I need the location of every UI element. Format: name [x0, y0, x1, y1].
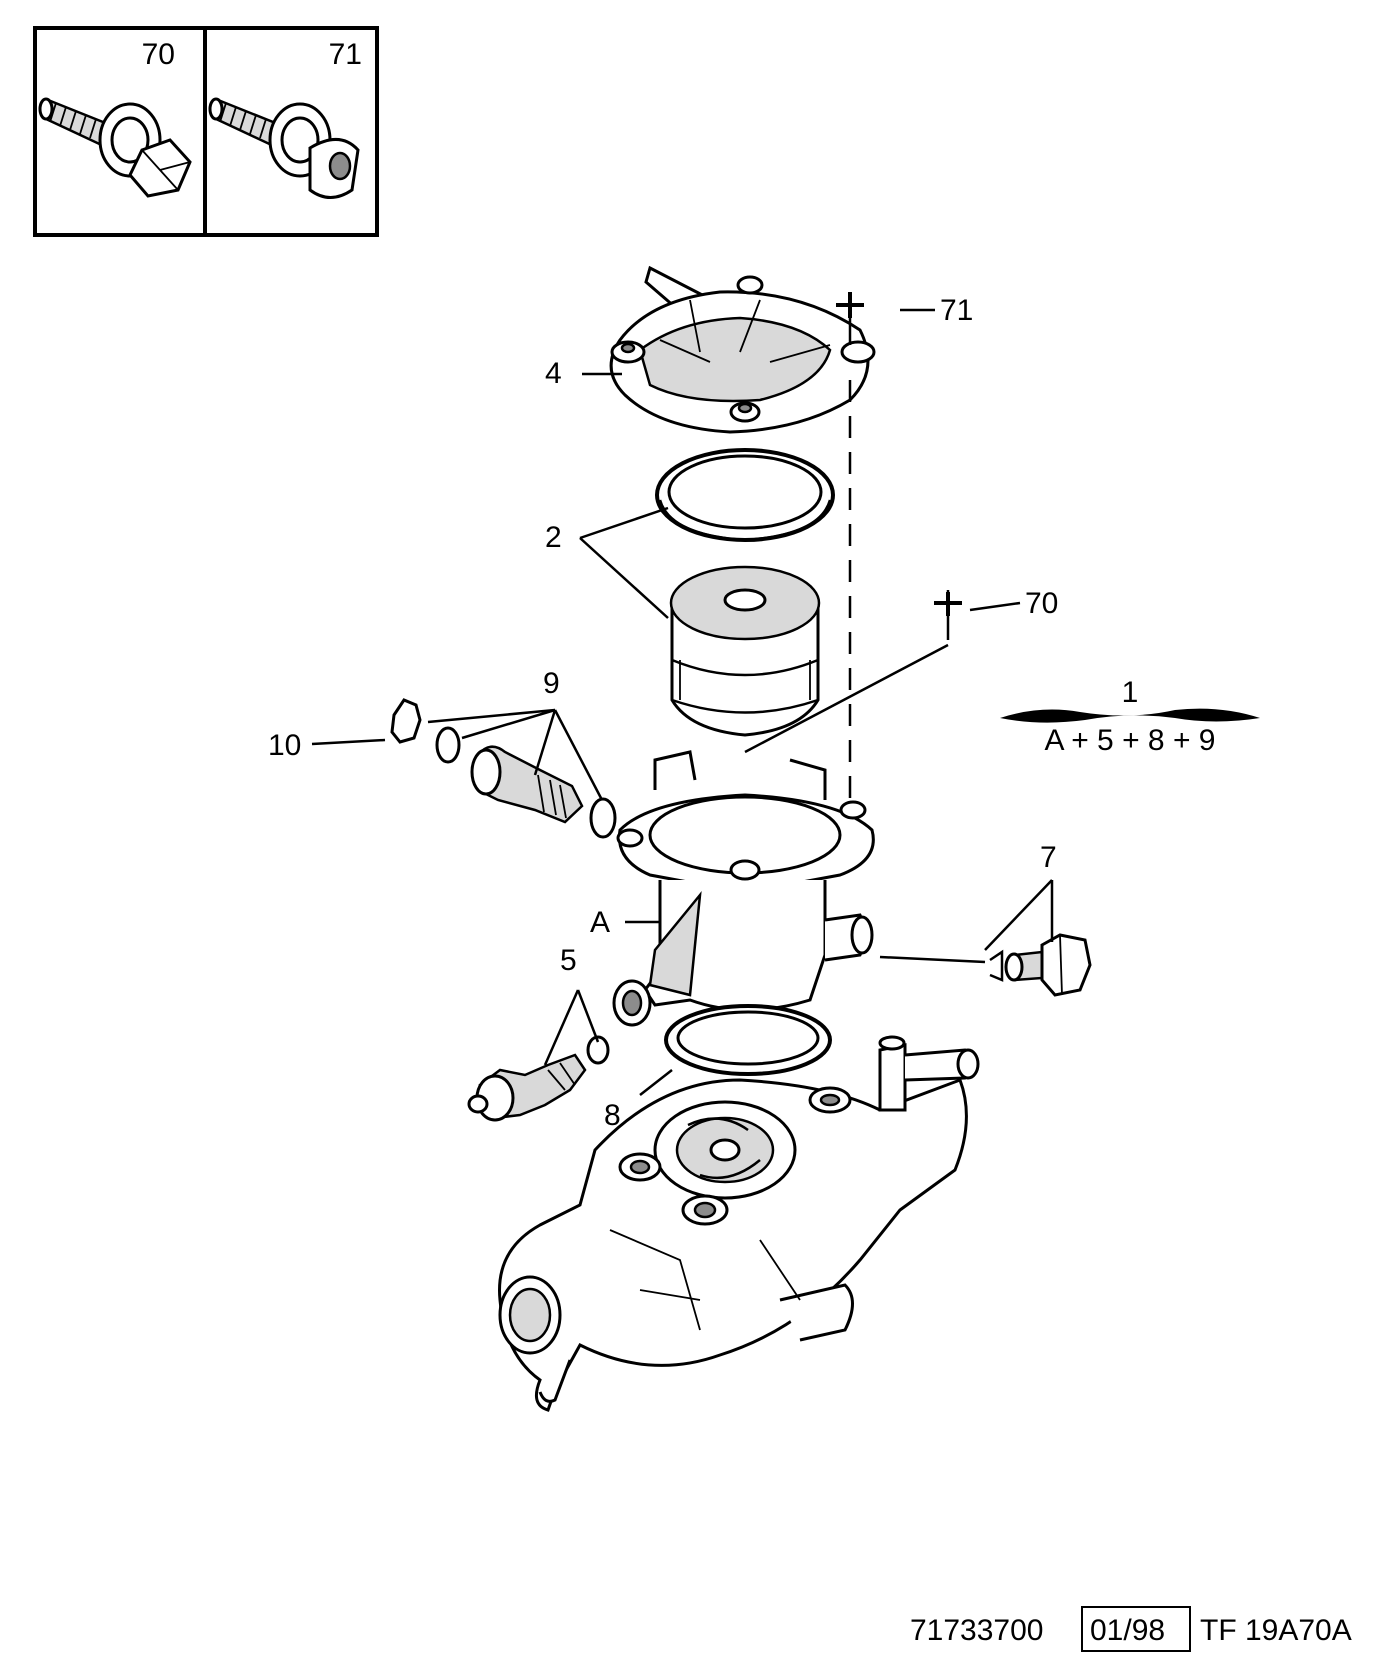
- callout-A: A: [590, 906, 610, 939]
- callout-10: 10: [268, 729, 301, 762]
- upper-seal: [655, 448, 835, 542]
- thermostat-body: [498, 1035, 980, 1412]
- callout-9: 9: [543, 667, 560, 700]
- callout-4: 4: [545, 357, 562, 390]
- drain-plug-7: [989, 933, 1092, 997]
- callout-7: 7: [1040, 841, 1057, 874]
- sensor-assembly-9: [390, 698, 617, 839]
- filter-housing: [612, 750, 875, 1027]
- bolt-71-icon: [208, 97, 360, 199]
- footer-code: TF 19A70A: [1200, 1614, 1352, 1647]
- bolt-70-icon: [38, 97, 192, 198]
- callout-71: 71: [940, 294, 973, 327]
- sensor-assembly-5: [467, 1035, 610, 1122]
- lower-seal: [664, 1004, 832, 1076]
- callout-5: 5: [560, 944, 577, 977]
- filter-cover: [609, 265, 876, 434]
- footer-reference: 71733700 01/98 TF 19A70A: [910, 1606, 1352, 1652]
- callout-1: 1: [1122, 676, 1139, 709]
- footer-date: 01/98: [1090, 1614, 1165, 1647]
- callout-2: 2: [545, 521, 562, 554]
- inset-label-70: 70: [142, 38, 175, 71]
- callout-70: 70: [1025, 587, 1058, 620]
- kit-legend: 1 A + 5 + 8 + 9: [1000, 676, 1260, 757]
- filter-element: [669, 565, 821, 737]
- footer-ref-number: 71733700: [910, 1614, 1043, 1647]
- fastener-inset: 70 71: [33, 26, 379, 237]
- callout-8: 8: [604, 1099, 621, 1132]
- leader-lines: [311, 308, 1054, 1096]
- assembly-formula: A + 5 + 8 + 9: [1045, 724, 1216, 757]
- inset-label-71: 71: [329, 38, 362, 71]
